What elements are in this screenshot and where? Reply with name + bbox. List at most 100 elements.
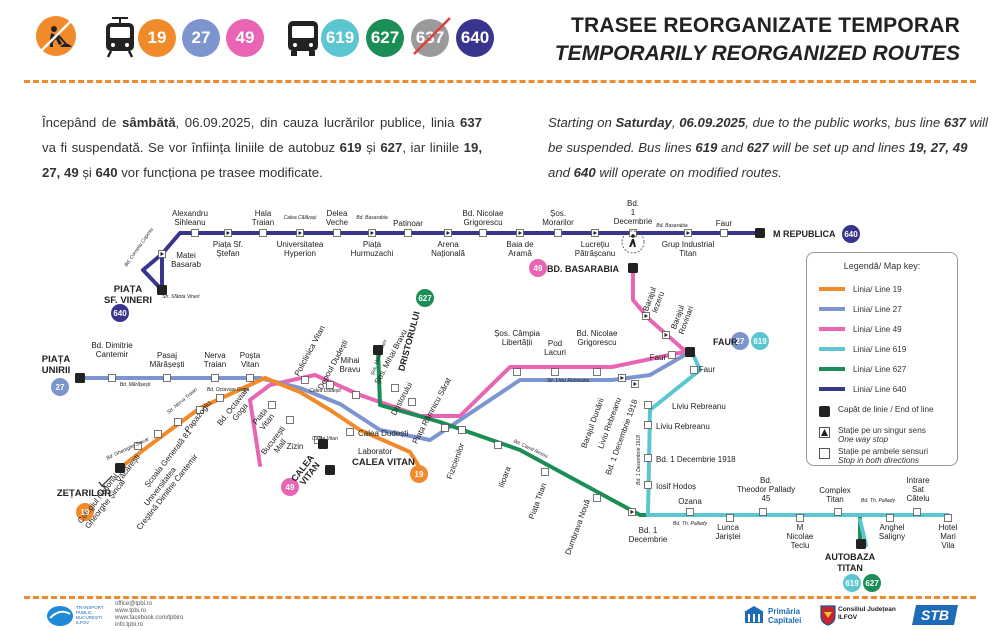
route-19-vitan	[263, 376, 422, 470]
line-badge-label: 627	[418, 294, 432, 303]
line-badge-label: 627	[865, 579, 879, 588]
stop-marker	[726, 514, 734, 522]
line-badge-label: 19	[415, 470, 424, 479]
stop-label: Laborator	[358, 447, 393, 456]
stop-marker	[796, 514, 804, 522]
line-badge-label: 640	[113, 309, 127, 318]
street-label: Bd. Mărășești	[120, 382, 151, 388]
stop-label: Faur	[716, 219, 733, 228]
stop-markers	[51, 225, 952, 592]
street-label: Bd. Th. Pallady	[861, 498, 895, 504]
tram-line-badge-19: 19	[138, 19, 176, 57]
stop-marker	[759, 508, 767, 516]
route-49	[248, 350, 686, 467]
terminal-label: CALEA VITAN	[352, 457, 415, 468]
stop-marker	[644, 401, 652, 409]
stop-label: Liviu Rebreanu	[672, 402, 726, 411]
stop-marker	[458, 426, 466, 434]
stop-marker	[163, 374, 171, 382]
terminal-marker	[628, 263, 638, 273]
line-badge-640	[842, 225, 860, 243]
line-badge-619	[843, 574, 861, 592]
stop-marker	[551, 368, 559, 376]
stop-marker	[644, 481, 652, 489]
line-badge-49	[529, 259, 547, 277]
stop-label: BarajulIezeru	[641, 286, 667, 316]
terminal-marker	[373, 345, 383, 355]
terminal-marker	[318, 439, 328, 449]
street-label: Str. Liviu Rebreanu	[547, 378, 590, 384]
stop-marker	[301, 376, 309, 384]
stop-label: Piața Sf.Ștefan	[213, 240, 243, 258]
one-way-arrow-icon	[630, 510, 634, 514]
stop-marker	[913, 508, 921, 516]
street-label: Bd. Basarabia	[656, 223, 688, 229]
route-619	[646, 350, 950, 517]
line-badge-19	[76, 503, 94, 521]
stop-marker	[441, 424, 449, 432]
line-badge-627	[863, 574, 881, 592]
stop-marker	[211, 374, 219, 382]
bus-line-badge-640: 640	[456, 19, 494, 57]
footer-web[interactable]: www.tpbi.ro	[115, 608, 147, 614]
terminal-marker	[115, 463, 125, 473]
stop-label: Fizicienilor	[445, 442, 466, 481]
intro-ro: Începând de sâmbătă, 06.09.2025, din cau…	[42, 115, 482, 180]
one-way-arrow-icon	[664, 333, 668, 337]
one-way-arrow-icon	[644, 314, 648, 318]
stop-marker	[408, 398, 416, 406]
one-way-arrow-icon	[593, 231, 597, 235]
bus-icon	[288, 21, 318, 56]
suspended-637-strike	[413, 17, 451, 55]
bus-line-badge-627: 627	[366, 19, 404, 57]
pedestrian-icon	[621, 230, 645, 254]
terminal-label: FAUR	[713, 337, 738, 347]
terminal-marker	[856, 539, 866, 549]
street-label: Calea Dudești	[309, 388, 341, 394]
stop-marker	[690, 366, 698, 374]
primaria-logo-icon	[744, 606, 764, 623]
stop-marker	[259, 229, 267, 237]
one-way-arrow-icon	[226, 231, 230, 235]
footer-info[interactable]: info.tpbi.ro	[115, 622, 144, 628]
route-640	[160, 231, 762, 292]
stop-marker	[593, 494, 601, 502]
legend-line-row: Linia/ Line 19	[807, 279, 957, 299]
one-way-stop-icon	[819, 427, 830, 438]
street-label: Bd. Octavian Goga	[207, 387, 249, 393]
one-way-arrow-icon	[370, 231, 374, 235]
consiliul-label: Consiliul Județean ILFOV	[838, 606, 896, 621]
stop-label: Ilioara	[497, 465, 513, 489]
stop-label: Calea Dudești	[358, 429, 408, 438]
tram-line-badge-49: 49	[226, 19, 264, 57]
line-badge-27	[51, 378, 69, 396]
line-badge-label: 27	[56, 383, 65, 392]
stop-marker	[326, 381, 334, 389]
stop-label: Zizin	[287, 442, 304, 451]
footer-email[interactable]: office@tpbi.ro	[115, 601, 152, 607]
stop-label: Bd. 1 Decembrie 1918	[656, 455, 736, 464]
stop-marker	[944, 514, 952, 522]
stop-marker	[196, 406, 204, 414]
intro-en: Starting on Saturday, 06.09.2025, due to…	[548, 115, 988, 180]
stop-label: Piața Titan	[527, 482, 548, 521]
footer-facebook[interactable]: www.facebook.com/tpbiro	[115, 615, 184, 621]
stop-marker	[246, 374, 254, 382]
divider-top	[24, 80, 976, 83]
